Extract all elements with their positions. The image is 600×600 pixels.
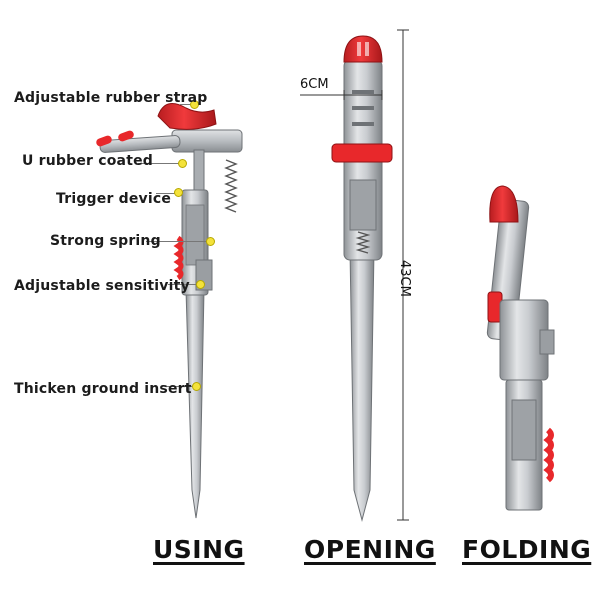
label-adjustable-sensitivity: Adjustable sensitivity xyxy=(14,278,190,294)
marker-spring xyxy=(206,237,215,246)
leader-strap xyxy=(180,104,190,105)
leader-spring xyxy=(146,241,206,242)
marker-trigger xyxy=(174,188,183,197)
marker-insert xyxy=(192,382,201,391)
leader-insert xyxy=(166,386,192,387)
marker-ucoated xyxy=(178,159,187,168)
marker-sensitivity xyxy=(196,280,205,289)
dimension-width: 6CM xyxy=(300,77,329,92)
label-u-rubber-coated: U rubber coated xyxy=(22,153,154,169)
label-strong-spring: Strong spring xyxy=(50,233,161,249)
folding-rod-holder xyxy=(486,185,555,511)
label-trigger-device: Trigger device xyxy=(56,191,172,207)
opening-rod-holder xyxy=(300,29,409,522)
leader-ucoated xyxy=(138,163,180,164)
label-thicken-ground-insert: Thicken ground insert xyxy=(14,381,192,397)
caption-folding: FOLDING xyxy=(462,535,592,564)
leader-trigger xyxy=(156,193,176,194)
leader-sensitivity xyxy=(168,284,196,285)
caption-using: USING xyxy=(153,535,245,564)
using-rod-holder xyxy=(96,103,243,519)
marker-strap xyxy=(190,100,199,109)
label-adjustable-rubber-strap: Adjustable rubber strap xyxy=(14,90,208,106)
caption-opening: OPENING xyxy=(304,535,436,564)
dimension-height: 43CM xyxy=(397,260,412,297)
